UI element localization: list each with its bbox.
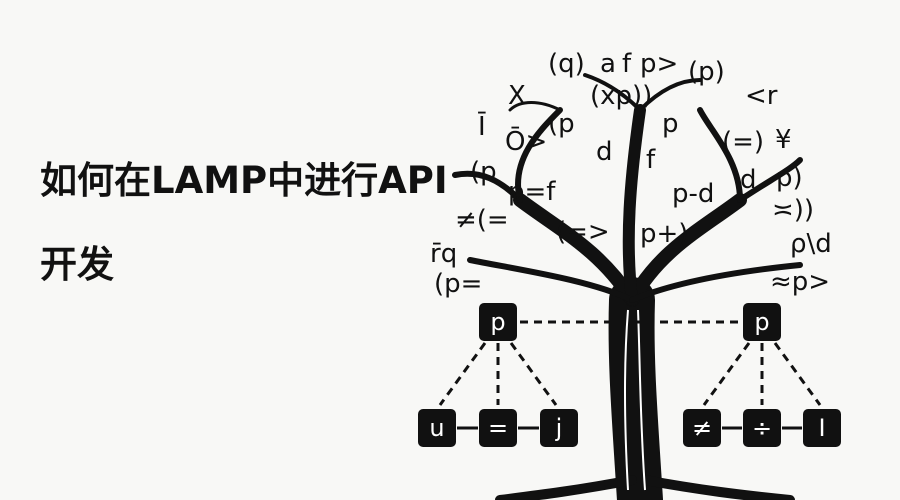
- canopy-symbol: (q): [548, 49, 585, 79]
- canopy-symbol: (p: [470, 157, 497, 187]
- canopy-symbol: (=>: [556, 217, 610, 247]
- canopy-symbol: r̄q: [430, 239, 457, 269]
- canopy-symbol: a: [600, 49, 616, 79]
- child-node: j: [540, 409, 578, 447]
- canopy-symbol: <r: [745, 81, 778, 111]
- parent-node-left: p: [479, 303, 517, 341]
- canopy-symbol: (p): [688, 57, 725, 87]
- node-label: I: [818, 414, 825, 442]
- node-label: p: [754, 308, 769, 336]
- node-label: p: [490, 308, 505, 336]
- canopy-symbol: Ō>: [505, 126, 547, 157]
- tree-trunk-and-branches: [452, 73, 803, 500]
- parent-node-right: p: [743, 303, 781, 341]
- connectors: [438, 320, 822, 406]
- title-line-1: 如何在LAMP中进行API: [40, 159, 448, 202]
- node-label: u: [429, 414, 444, 442]
- child-node: I: [803, 409, 841, 447]
- node-label: =: [488, 414, 508, 442]
- canopy-symbol: ≍)): [772, 195, 814, 225]
- trunk-highlights: [624, 309, 646, 491]
- canopy-symbol: Ī: [478, 111, 486, 142]
- canopy-symbol: (xp)): [590, 81, 652, 111]
- canopy-symbol: p>: [640, 49, 678, 79]
- canopy-symbol: X: [508, 81, 526, 111]
- canopy-symbol: ≈p>: [770, 267, 830, 297]
- canopy-symbol: (p=: [434, 269, 482, 299]
- canopy-symbol: ρ\d: [790, 229, 832, 259]
- canopy-symbol: p): [776, 163, 803, 193]
- canopy-symbol: ≠(=: [455, 205, 509, 235]
- child-node: =: [479, 409, 517, 447]
- canopy-symbol: f: [622, 49, 632, 79]
- node-label: ≠: [692, 414, 712, 442]
- canopy-symbol: f: [646, 145, 656, 175]
- canopy-symbol: p=f: [508, 177, 556, 207]
- child-node: ≠: [683, 409, 721, 447]
- canopy-symbol: (p: [548, 109, 575, 139]
- canopy-symbol: (=): [722, 127, 764, 157]
- canopy-symbol: ¥: [775, 125, 792, 155]
- node-label: j: [555, 414, 563, 442]
- child-node: u: [418, 409, 456, 447]
- title-line-2: 开发: [40, 243, 114, 286]
- canopy-symbol: p+): [640, 219, 688, 249]
- canopy-symbol: p-d: [672, 179, 714, 209]
- node-label: ÷: [752, 414, 772, 442]
- child-node: ÷: [743, 409, 781, 447]
- canopy-symbol: d: [740, 165, 757, 195]
- canopy-symbol: d: [596, 137, 613, 167]
- canopy-symbol: p: [662, 109, 679, 139]
